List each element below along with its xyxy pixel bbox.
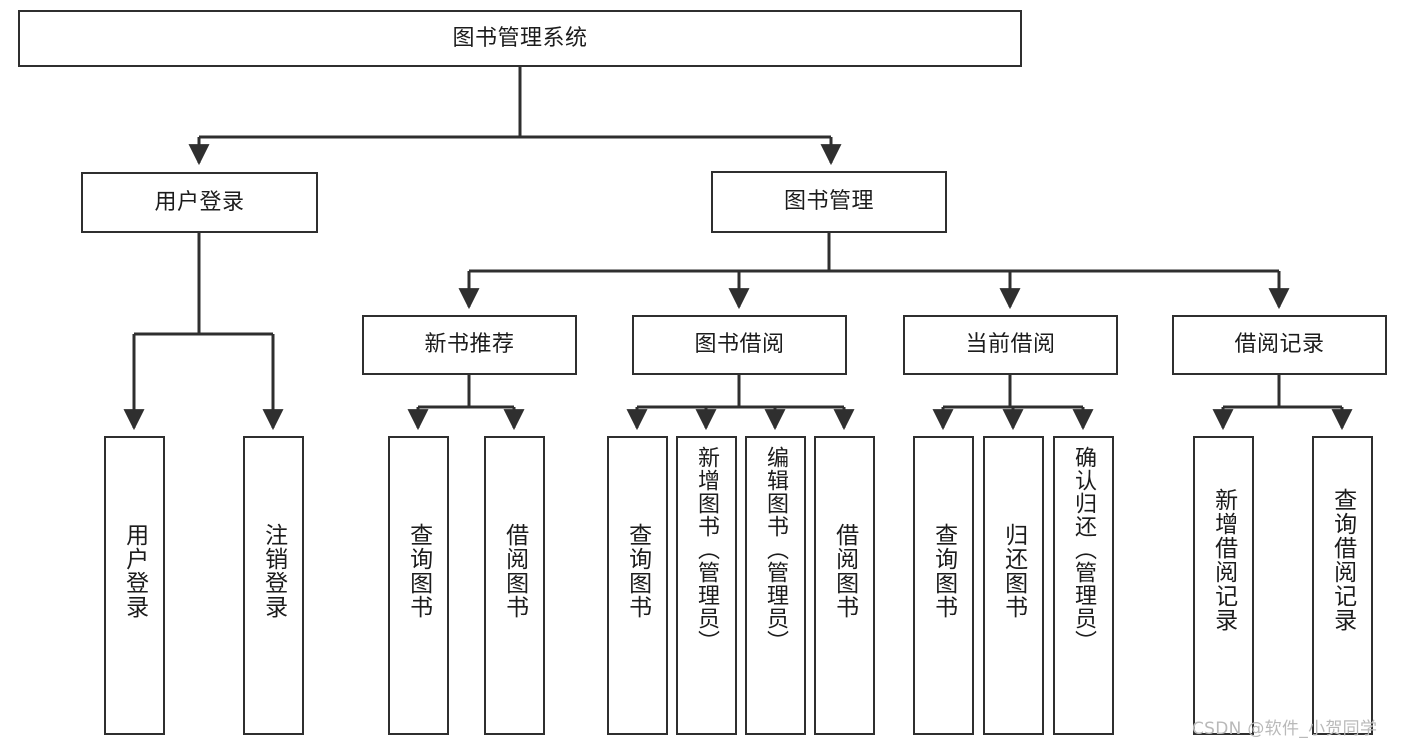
node-leaf-query-book-borrow-label: 查询图书: [624, 523, 651, 619]
node-leaf-logout-label: 注销登录: [260, 523, 287, 619]
node-leaf-add-book-admin-label: 新增图书（管理员）: [694, 446, 720, 653]
node-leaf-user-login-label: 用户登录: [121, 523, 148, 619]
node-leaf-query-borrow-record[interactable]: 查询借阅记录: [1312, 436, 1373, 735]
node-leaf-user-login[interactable]: 用户登录: [104, 436, 165, 735]
node-leaf-borrow-book-label: 借阅图书: [831, 523, 858, 619]
node-book-borrow[interactable]: 图书借阅: [632, 315, 847, 375]
node-leaf-add-borrow-record[interactable]: 新增借阅记录: [1193, 436, 1254, 735]
node-borrow-records-label: 借阅记录: [1234, 332, 1325, 357]
node-leaf-borrow-book[interactable]: 借阅图书: [814, 436, 875, 735]
node-leaf-query-borrow-record-label: 查询借阅记录: [1329, 488, 1356, 632]
node-leaf-return-book[interactable]: 归还图书: [983, 436, 1044, 735]
node-leaf-query-book-current-label: 查询图书: [930, 523, 957, 619]
node-leaf-query-book-borrow[interactable]: 查询图书: [607, 436, 668, 735]
node-book-management-label: 图书管理: [783, 189, 874, 214]
node-current-borrow-label: 当前借阅: [965, 332, 1056, 357]
node-new-book-recommend[interactable]: 新书推荐: [362, 315, 577, 375]
node-root-label: 图书管理系统: [452, 25, 588, 51]
node-leaf-add-book-admin[interactable]: 新增图书（管理员）: [676, 436, 737, 735]
watermark-text: CSDN @软件_小贺同学: [1192, 719, 1378, 739]
node-leaf-edit-book-admin-label: 编辑图书（管理员）: [763, 446, 789, 653]
node-leaf-query-book-current[interactable]: 查询图书: [913, 436, 974, 735]
node-leaf-return-book-label: 归还图书: [1000, 523, 1027, 619]
node-root[interactable]: 图书管理系统: [18, 10, 1022, 67]
node-user-login[interactable]: 用户登录: [81, 172, 318, 233]
node-new-book-recommend-label: 新书推荐: [424, 332, 515, 357]
node-leaf-query-book-recommend-label: 查询图书: [405, 523, 432, 619]
node-user-login-label: 用户登录: [154, 189, 245, 215]
node-leaf-borrow-book-recommend-label: 借阅图书: [501, 523, 528, 619]
node-leaf-borrow-book-recommend[interactable]: 借阅图书: [484, 436, 545, 735]
node-leaf-edit-book-admin[interactable]: 编辑图书（管理员）: [745, 436, 806, 735]
node-leaf-confirm-return-admin-label: 确认归还（管理员）: [1071, 446, 1097, 653]
node-borrow-records[interactable]: 借阅记录: [1172, 315, 1387, 375]
node-leaf-logout[interactable]: 注销登录: [243, 436, 304, 735]
node-leaf-add-borrow-record-label: 新增借阅记录: [1210, 488, 1237, 632]
node-current-borrow[interactable]: 当前借阅: [903, 315, 1118, 375]
node-leaf-confirm-return-admin[interactable]: 确认归还（管理员）: [1053, 436, 1114, 735]
node-book-management[interactable]: 图书管理: [711, 171, 947, 233]
node-leaf-query-book-recommend[interactable]: 查询图书: [388, 436, 449, 735]
node-book-borrow-label: 图书借阅: [694, 332, 785, 357]
